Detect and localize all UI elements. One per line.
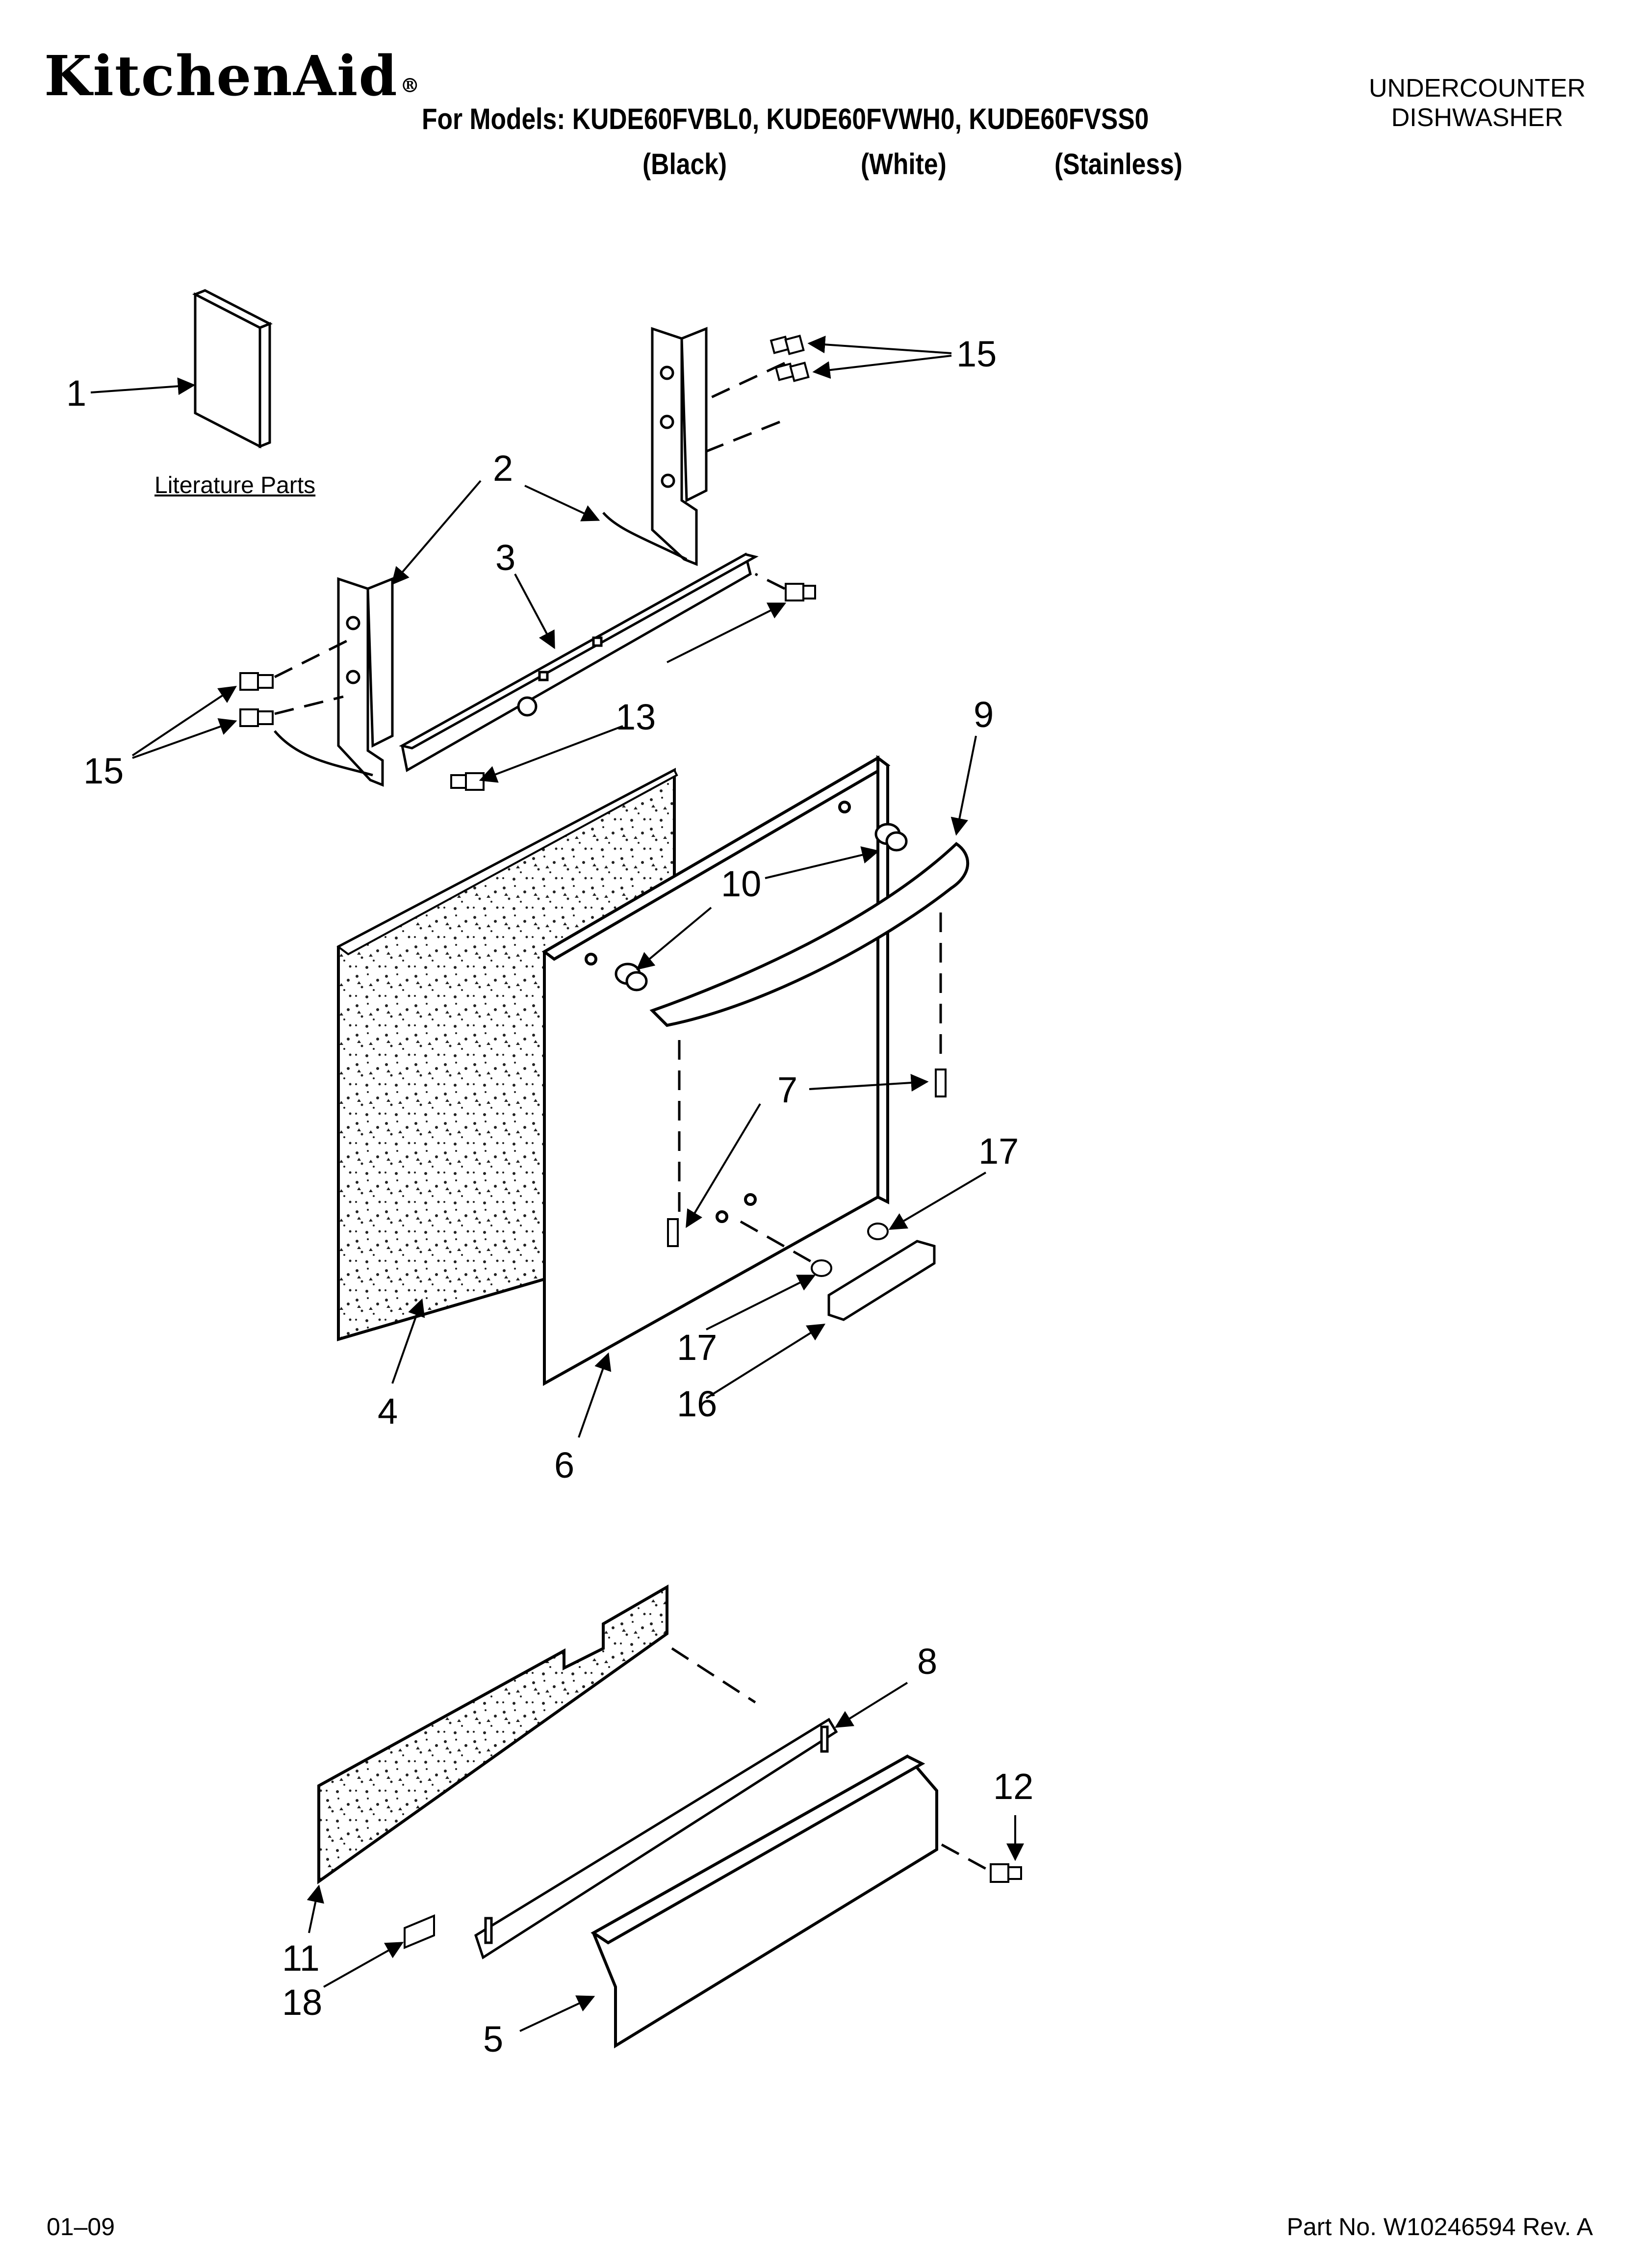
callout-15-left: 15 bbox=[83, 751, 124, 791]
handle-stud-left bbox=[667, 1218, 679, 1247]
toe-panel-screw bbox=[990, 1863, 1022, 1883]
appliance-category: UNDERCOUNTER DISHWASHER bbox=[1369, 74, 1586, 132]
date-code: 01–09 bbox=[47, 2213, 115, 2241]
callout-17-right: 17 bbox=[978, 1131, 1019, 1172]
callout-11: 11 bbox=[282, 1938, 320, 1979]
badge-nut-right bbox=[867, 1223, 889, 1240]
brand-logo: KitchenAid® bbox=[44, 49, 421, 104]
callout-8: 8 bbox=[917, 1641, 938, 1682]
callout-13: 13 bbox=[616, 697, 656, 737]
door-crossbar bbox=[399, 552, 759, 772]
callout-2: 2 bbox=[493, 448, 513, 489]
badge-nut-left bbox=[811, 1259, 832, 1277]
callout-18: 18 bbox=[282, 1982, 323, 2023]
callout-15-top: 15 bbox=[956, 334, 997, 374]
handle-spacer-right bbox=[874, 823, 908, 852]
assembly-guide-lines bbox=[274, 362, 997, 1876]
callout-5: 5 bbox=[483, 2019, 504, 2059]
screw-top-1 bbox=[770, 335, 805, 355]
category-line-1: UNDERCOUNTER bbox=[1369, 74, 1586, 103]
part-number: Part No. W10246594 Rev. A bbox=[1286, 2213, 1593, 2241]
toe-panel-clip bbox=[404, 1914, 435, 1949]
handle-spacer-left bbox=[615, 963, 648, 991]
screw-left-1 bbox=[239, 672, 274, 691]
callout-16: 16 bbox=[677, 1383, 718, 1424]
brand-name: KitchenAid bbox=[44, 44, 398, 108]
toe-panel-strip bbox=[474, 1718, 838, 1959]
door-handle bbox=[649, 842, 970, 1027]
callout-1: 1 bbox=[66, 373, 87, 414]
models-line: For Models: KUDE60FVBL0, KUDE60FVWH0, KU… bbox=[422, 103, 1149, 135]
brand-registered-mark: ® bbox=[400, 74, 421, 97]
callout-9: 9 bbox=[974, 694, 994, 735]
screw-top-2 bbox=[774, 362, 810, 382]
callout-10: 10 bbox=[721, 863, 762, 904]
screw-bar-right bbox=[785, 583, 816, 601]
logo-badge bbox=[827, 1240, 936, 1321]
variant-black: (Black) bbox=[642, 148, 727, 181]
callout-6: 6 bbox=[554, 1445, 575, 1486]
callout-17-left: 17 bbox=[677, 1327, 718, 1368]
variant-stainless: (Stainless) bbox=[1054, 148, 1182, 181]
callout-12: 12 bbox=[993, 1766, 1034, 1807]
callout-leaders bbox=[90, 336, 1024, 2032]
handle-stud-right bbox=[935, 1069, 947, 1097]
category-line-2: DISHWASHER bbox=[1391, 104, 1564, 132]
door-panel bbox=[541, 755, 891, 1386]
mounting-bracket-left bbox=[274, 577, 394, 787]
toe-panel-insulation bbox=[317, 1584, 668, 1884]
literature-parts-label: Literature Parts bbox=[154, 472, 316, 498]
screw-left-2 bbox=[239, 708, 274, 727]
literature-booklet bbox=[192, 289, 273, 449]
callout-7: 7 bbox=[777, 1069, 798, 1110]
variant-white: (White) bbox=[861, 148, 947, 181]
callout-3: 3 bbox=[495, 537, 516, 578]
callout-4: 4 bbox=[378, 1391, 398, 1432]
mounting-bracket-right bbox=[602, 327, 708, 566]
toe-panel bbox=[590, 1754, 938, 2049]
screw-bar-left bbox=[450, 772, 485, 791]
